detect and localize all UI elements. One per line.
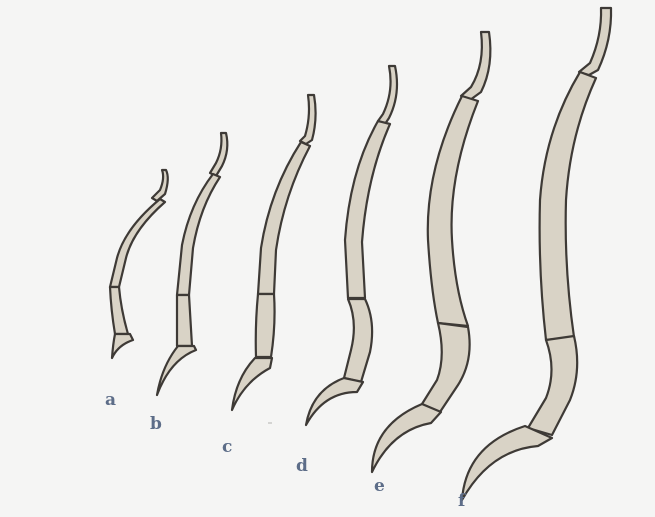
digit-a-segment-tip [152,170,168,201]
label-a: a [105,390,116,410]
label-f: f [458,491,465,511]
digit-c-segment-tip [300,95,316,144]
label-c: c [222,437,232,457]
digit-c-claw [232,358,272,410]
digit-a [110,170,168,358]
digit-d-segment-2 [344,299,372,382]
digit-c-segment-3 [258,142,310,294]
digit-b-segment-tip [210,133,227,176]
digit-c-segment-2 [256,294,275,357]
digit-e-segment-2 [422,323,470,412]
digit-f-claw [462,426,552,500]
label-e: e [374,476,385,496]
digit-e-claw [372,404,441,472]
digit-a-segment-2 [110,287,128,334]
digit-c [232,95,316,410]
digit-a-segment-3 [110,199,165,287]
digit-b-claw [157,346,196,395]
digit-b-segment-2 [177,295,192,346]
digit-d-claw [306,378,363,425]
digit-e-segment-3 [428,96,478,326]
digit-f-segment-3 [540,72,596,340]
digit-d-segment-3 [345,121,390,298]
digit-d [306,66,397,425]
digit-f-segment-tip [579,8,611,75]
digit-f-segment-2 [528,336,577,435]
label-d: d [296,456,308,476]
label-b: b [150,414,162,434]
digit-a-claw [112,334,133,358]
digit-d-segment-tip [378,66,397,124]
digit-e-segment-tip [461,32,490,100]
digit-b-segment-3 [177,174,220,295]
